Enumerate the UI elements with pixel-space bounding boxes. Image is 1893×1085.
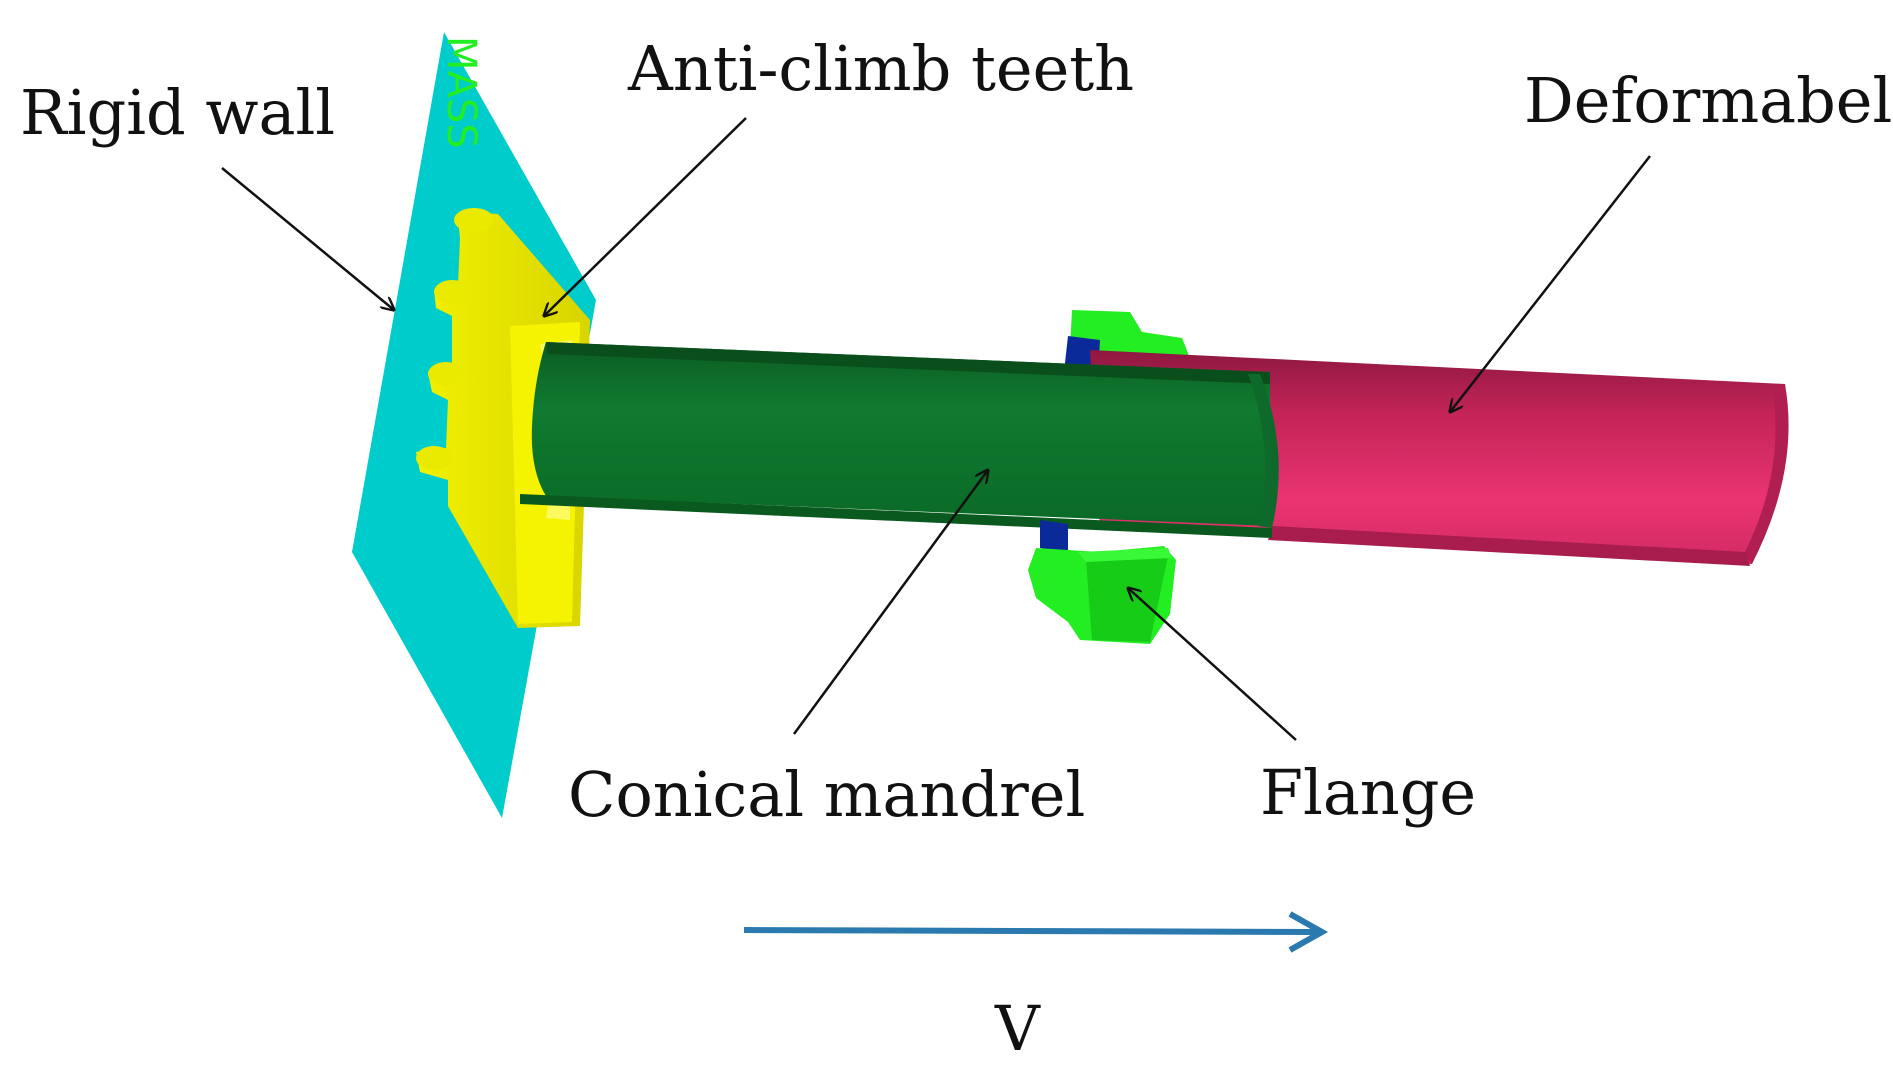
anti-climb-teeth-label: Anti-climb teeth	[628, 32, 1135, 105]
flange-arrow	[1128, 588, 1297, 741]
flange-label: Flange	[1260, 756, 1477, 829]
rigid-wall-arrow	[221, 167, 394, 310]
velocity-label: V	[995, 992, 1040, 1065]
flange-lower	[1028, 520, 1176, 644]
deformable-arrow	[1450, 155, 1651, 412]
mass-marker: MASS	[438, 36, 484, 149]
velocity-arrow	[743, 911, 1329, 953]
conical-mandrel-label: Conical mandrel	[568, 758, 1086, 831]
deformable-label: Deformabel	[1524, 64, 1893, 137]
rigid-wall-label: Rigid wall	[20, 76, 336, 149]
conical-mandrel	[520, 342, 1279, 538]
conical-mandrel-arrow	[792, 470, 988, 735]
anti-climb-teeth-arrow	[544, 117, 747, 316]
